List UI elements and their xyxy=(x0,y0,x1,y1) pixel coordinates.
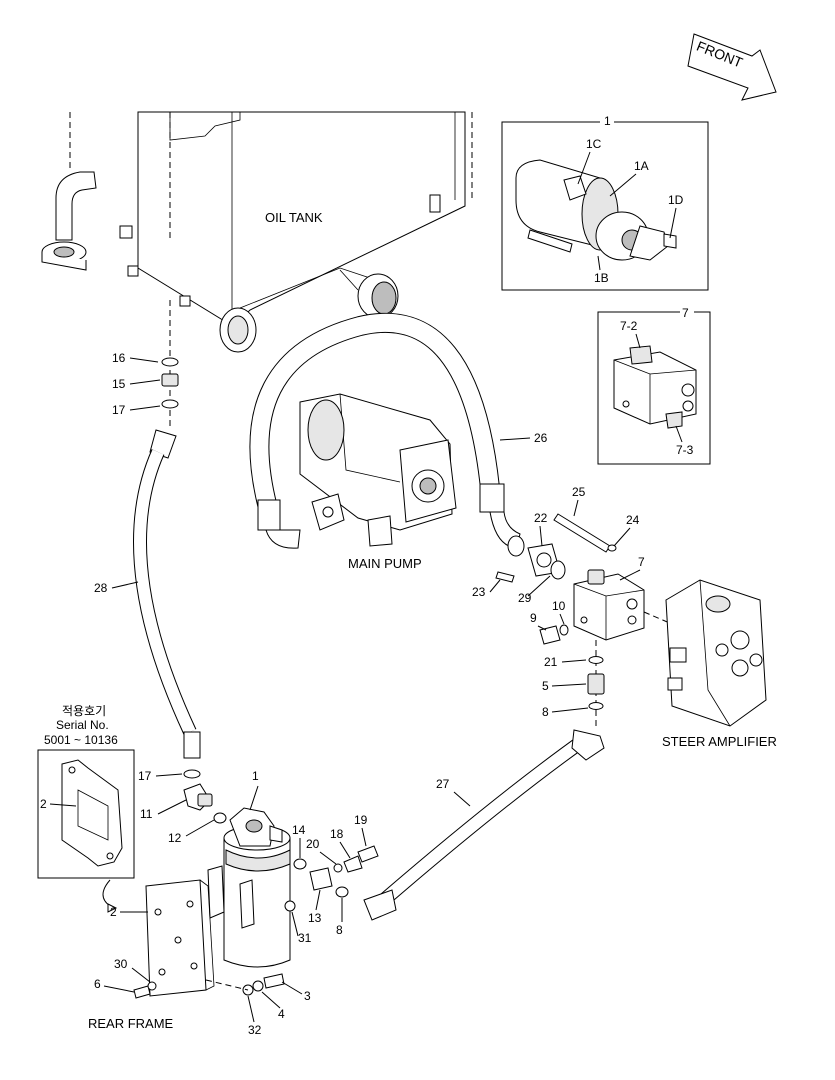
callout-5: 5 xyxy=(542,679,549,693)
callout-8a: 8 xyxy=(542,705,549,719)
callout-7-box: 7 xyxy=(682,306,689,320)
hose-27: 27 xyxy=(363,729,605,921)
hose-28: 28 xyxy=(94,429,201,759)
callout-11: 11 xyxy=(140,807,153,821)
callout-18: 18 xyxy=(330,827,344,841)
callout-22: 22 xyxy=(534,511,548,525)
callout-12: 12 xyxy=(168,831,182,845)
callout-14: 14 xyxy=(292,823,306,837)
callout-26: 26 xyxy=(534,431,548,445)
callout-1C: 1C xyxy=(586,137,602,151)
callout-1A: 1A xyxy=(634,159,649,173)
callout-1-filter: 1 xyxy=(252,769,259,783)
callout-16: 16 xyxy=(112,351,126,365)
filter-fittings: 14 20 18 19 13 8 xyxy=(292,813,379,937)
callout-2-inset: 2 xyxy=(40,797,47,811)
serial-line1: 적용호기 xyxy=(62,704,106,718)
callout-27: 27 xyxy=(436,777,450,791)
rear-frame-label: REAR FRAME xyxy=(88,1016,174,1031)
callout-8b: 8 xyxy=(336,923,343,937)
valve-inset-box: 7 7-2 7-3 xyxy=(597,306,711,465)
callout-32: 32 xyxy=(248,1023,262,1037)
callout-20: 20 xyxy=(306,837,320,851)
callout-30: 30 xyxy=(114,957,128,971)
callout-31: 31 xyxy=(298,931,312,945)
suction-fittings: 16 15 17 xyxy=(112,340,179,430)
pump-assembly-box: 1 1 1C 1A 1D 1B xyxy=(501,114,709,291)
callout-10: 10 xyxy=(552,599,566,613)
oil-tank-label: OIL TANK xyxy=(265,210,323,225)
callout-25: 25 xyxy=(572,485,586,499)
callout-21: 21 xyxy=(544,655,558,669)
callout-7-3: 7-3 xyxy=(676,443,694,457)
callout-4: 4 xyxy=(278,1007,285,1021)
main-pump-label: MAIN PUMP xyxy=(348,556,422,571)
callout-29: 29 xyxy=(518,591,532,605)
main-pump: MAIN PUMP 26 xyxy=(249,312,548,571)
serial-inset: 적용호기 Serial No. 5001 ~ 10136 2 xyxy=(37,704,135,913)
callout-17a: 17 xyxy=(112,403,126,417)
callout-7-2: 7-2 xyxy=(620,319,638,333)
priority-valve: 7 9 10 21 5 8 xyxy=(530,555,701,730)
serial-line2: Serial No. xyxy=(56,718,109,732)
callout-19: 19 xyxy=(354,813,368,827)
mounting-plate: 2 30 6 3 4 32 REAR FRAME xyxy=(88,879,311,1037)
callout-28: 28 xyxy=(94,581,108,595)
callout-3: 3 xyxy=(304,989,311,1003)
front-arrow: FRONT xyxy=(687,33,777,101)
callout-15: 15 xyxy=(112,377,126,391)
callout-2-plate: 2 xyxy=(110,905,117,919)
callout-7-valve: 7 xyxy=(638,555,645,569)
callout-9: 9 xyxy=(530,611,537,625)
steer-amplifier: STEER AMPLIFIER xyxy=(662,579,777,749)
oil-tank: OIL TANK xyxy=(41,111,473,353)
callout-24: 24 xyxy=(626,513,640,527)
flange-group: 25 24 22 23 29 xyxy=(472,485,640,605)
callout-1D: 1D xyxy=(668,193,684,207)
callout-1B: 1B xyxy=(594,271,609,285)
callout-6: 6 xyxy=(94,977,101,991)
callout-1-top-text: 1 xyxy=(604,114,611,128)
callout-23: 23 xyxy=(472,585,486,599)
callout-17b: 17 xyxy=(138,769,152,783)
serial-line3: 5001 ~ 10136 xyxy=(44,733,118,747)
steer-amplifier-label: STEER AMPLIFIER xyxy=(662,734,777,749)
callout-13: 13 xyxy=(308,911,322,925)
